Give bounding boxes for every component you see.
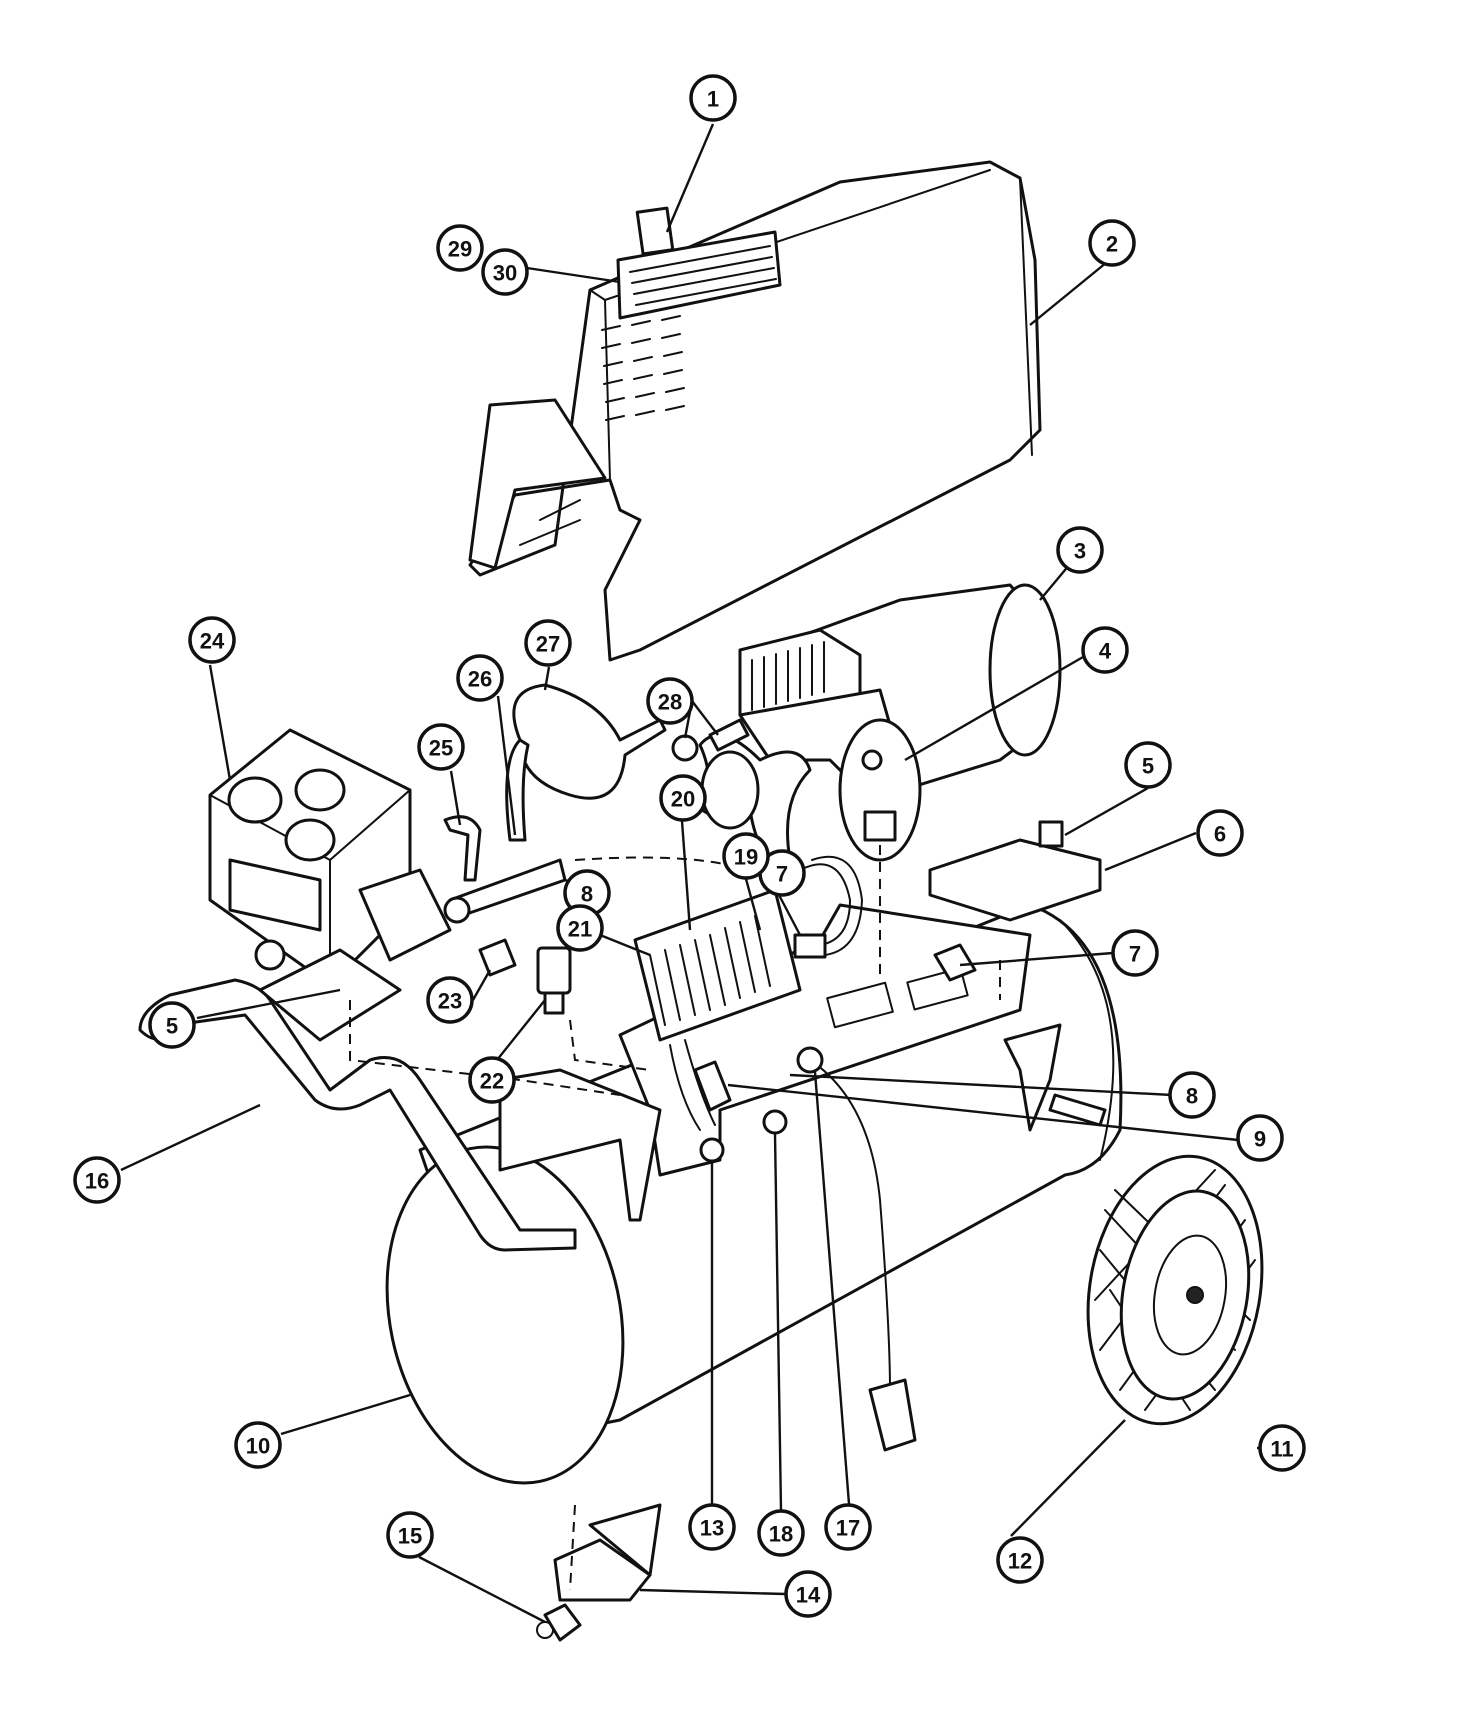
callout-label: 23 (438, 989, 462, 1014)
callout-17: 17 (824, 1503, 872, 1551)
callout-4: 4 (1081, 626, 1129, 674)
callout-label: 28 (658, 690, 682, 715)
callout-22: 22 (468, 1056, 516, 1104)
wheel (1086, 1154, 1298, 1465)
callout-label: 16 (85, 1169, 109, 1194)
callout-label: 7 (1129, 942, 1141, 967)
callout-label: 17 (836, 1516, 860, 1541)
callout-5: 5 (148, 1001, 196, 1049)
pressure-switch-box (208, 728, 452, 1042)
callout-label: 12 (1008, 1549, 1032, 1574)
callout-label: 8 (581, 882, 593, 907)
assembly-lines (349, 845, 1001, 1591)
callout-label: 15 (398, 1524, 422, 1549)
callout-29: 29 (436, 224, 484, 272)
callout-2: 2 (1088, 219, 1136, 267)
callout-15: 15 (386, 1511, 434, 1559)
callout-label: 14 (796, 1583, 821, 1608)
callout-28: 28 (646, 677, 694, 725)
callout-11: 11 (1258, 1424, 1306, 1472)
callout-label: 26 (468, 667, 492, 692)
callout-label: 24 (200, 629, 225, 654)
motor-pump-assembly (688, 583, 1062, 863)
callout-label: 29 (448, 237, 472, 262)
callout-3: 3 (1056, 526, 1104, 574)
callout-13: 13 (688, 1503, 736, 1551)
hoses-and-fittings (443, 683, 917, 1642)
callout-label: 25 (429, 736, 453, 761)
callout-14: 14 (784, 1570, 832, 1618)
callout-26: 26 (456, 654, 504, 702)
callout-6: 6 (1196, 809, 1244, 857)
callout-label: 20 (671, 787, 695, 812)
callout-label: 1 (707, 87, 719, 112)
callout-label: 6 (1214, 822, 1226, 847)
callout-label: 22 (480, 1069, 504, 1094)
callout-20: 20 (659, 774, 707, 822)
callout-label: 30 (493, 261, 517, 286)
leader-lines (120, 123, 1272, 1624)
callout-label: 13 (700, 1516, 724, 1541)
callout-label: 21 (568, 917, 592, 942)
callout-10: 10 (234, 1421, 282, 1469)
callout-12: 12 (996, 1536, 1044, 1584)
callout-7: 7 (1111, 929, 1159, 977)
shroud-cover (468, 160, 1042, 662)
callout-label: 3 (1074, 539, 1086, 564)
callout-label: 7 (776, 862, 788, 887)
callout-8: 8 (1168, 1071, 1216, 1119)
callout-label: 11 (1270, 1437, 1293, 1462)
callout-23: 23 (426, 976, 474, 1024)
callout-label: 27 (536, 632, 560, 657)
callout-18: 18 (757, 1509, 805, 1557)
callout-label: 4 (1099, 639, 1112, 664)
callout-label: 8 (1186, 1084, 1198, 1109)
callout-27: 27 (524, 619, 572, 667)
callout-label: 9 (1254, 1127, 1266, 1152)
callout-label: 2 (1106, 232, 1118, 257)
callout-label: 5 (1142, 754, 1154, 779)
callout-30: 30 (481, 248, 529, 296)
handle (138, 978, 577, 1252)
callout-label: 5 (166, 1014, 178, 1039)
callout-label: 19 (734, 845, 758, 870)
callout-label: 10 (246, 1434, 270, 1459)
callout-label: 18 (769, 1522, 793, 1547)
callout-25: 25 (417, 723, 465, 771)
callout-16: 16 (73, 1156, 121, 1204)
callout-1: 1 (689, 74, 737, 122)
callout-5: 5 (1124, 741, 1172, 789)
callout-21: 21 (556, 904, 604, 952)
callout-19: 19 (722, 832, 770, 880)
callout-9: 9 (1236, 1114, 1284, 1162)
callout-24: 24 (188, 616, 236, 664)
